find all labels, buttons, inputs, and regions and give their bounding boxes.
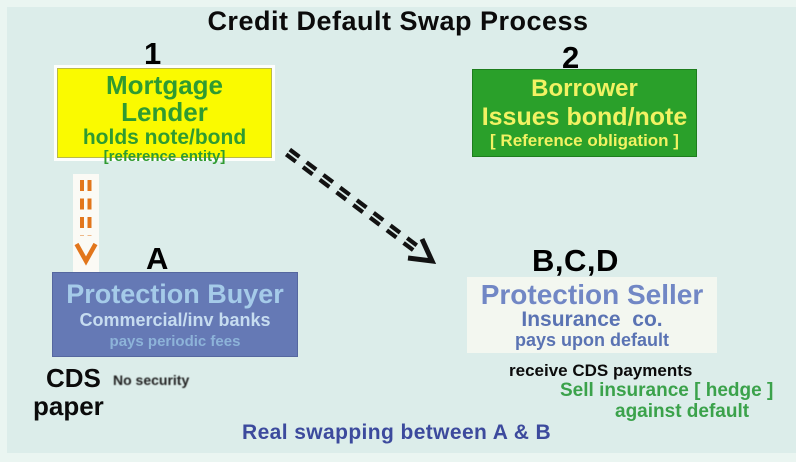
note-paper: paper (33, 391, 104, 421)
step-number-1: 1 (144, 36, 162, 71)
diagonal-dashed-arrow-icon (284, 147, 437, 265)
protection-buyer-title: Protection Buyer (66, 278, 284, 309)
party-label-a: A (146, 241, 169, 276)
left-edge-highlight (0, 0, 7, 462)
mortgage-lender-title: Mortgage Lender (106, 70, 231, 128)
top-edge-highlight (0, 0, 796, 7)
protection-buyer-detail: pays periodic fees (109, 332, 241, 350)
note-receive-cds-payments: receive CDS payments (509, 361, 693, 380)
borrower-detail: [ Reference obligation ] (490, 131, 679, 151)
protection-seller-title: Protection Seller (480, 279, 704, 310)
protection-buyer-subtitle: Commercial/inv banks (79, 310, 271, 331)
protection-seller-subtitle: Insurance co. (521, 308, 663, 332)
note-cds: CDS (46, 363, 101, 393)
note-sell-insurance-hedge: Sell insurance [ hedge ] (560, 380, 774, 401)
borrower-box: Borrower Issues bond/note [ Reference ob… (472, 69, 697, 157)
note-real-swapping: Real swapping between A & B (242, 421, 552, 444)
mortgage-lender-box: Mortgage Lender holds note/bond [referen… (57, 68, 272, 164)
protection-seller-detail: pays upon default (514, 330, 669, 351)
party-label-bcd: B,C,D (532, 243, 619, 278)
page-title: Credit Default Swap Process (207, 6, 589, 36)
protection-seller-box: Protection Seller Insurance co. pays upo… (467, 277, 717, 353)
borrower-title: Borrower (531, 74, 638, 102)
mortgage-lender-detail: [reference entity] (103, 147, 226, 165)
note-no-security: No security (113, 372, 190, 388)
borrower-subtitle: Issues bond/note (481, 102, 688, 131)
protection-buyer-box: Protection Buyer Commercial/inv banks pa… (52, 272, 298, 357)
mortgage-lender-subtitle: holds note/bond (82, 125, 247, 149)
down-dashed-arrow-icon (73, 174, 99, 272)
step-number-2: 2 (562, 40, 580, 75)
bottom-edge-highlight (0, 453, 796, 462)
note-against-default: against default (615, 401, 750, 422)
